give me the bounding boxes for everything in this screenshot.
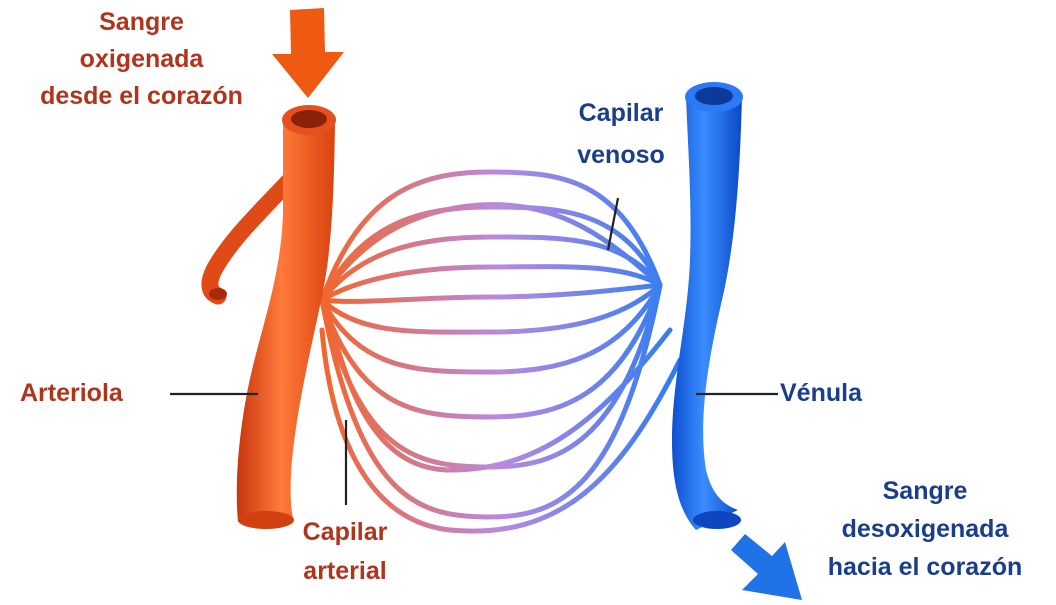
deoxygenated-line-1: Sangre xyxy=(800,476,1050,506)
capillary-branch xyxy=(322,207,660,300)
oxygenated-line-3: desde el corazón xyxy=(14,81,269,111)
arterial-capillary-line-1: Capilar xyxy=(280,517,410,547)
deoxygenated-blood-label: Sangre desoxigenada hacia el corazón xyxy=(800,476,1050,582)
arrow-down-icon xyxy=(272,8,344,98)
venule-label: Vénula xyxy=(780,378,862,408)
venous-capillary-line-1: Capilar xyxy=(556,98,686,128)
arrow-down-right-icon xyxy=(731,534,802,600)
venous-capillary-line-2: venoso xyxy=(556,140,686,170)
capillary-branch xyxy=(322,285,660,301)
deoxygenated-line-2: desoxigenada xyxy=(800,514,1050,544)
oxygenated-line-2: oxigenada xyxy=(14,44,269,74)
arteriole-vessel xyxy=(209,105,336,529)
arteriole-label: Arteriola xyxy=(20,378,123,408)
deoxygenated-line-3: hacia el corazón xyxy=(800,552,1050,582)
arterial-capillary-label: Capilar arterial xyxy=(280,517,410,586)
capillary-network xyxy=(320,172,680,531)
oxygenated-line-1: Sangre xyxy=(14,7,269,37)
arterial-capillary-line-2: arterial xyxy=(280,556,410,586)
capillary-branch xyxy=(320,205,660,300)
oxygenated-blood-label: Sangre oxigenada desde el corazón xyxy=(14,7,269,111)
venous-capillary-label: Capilar venoso xyxy=(556,98,686,170)
